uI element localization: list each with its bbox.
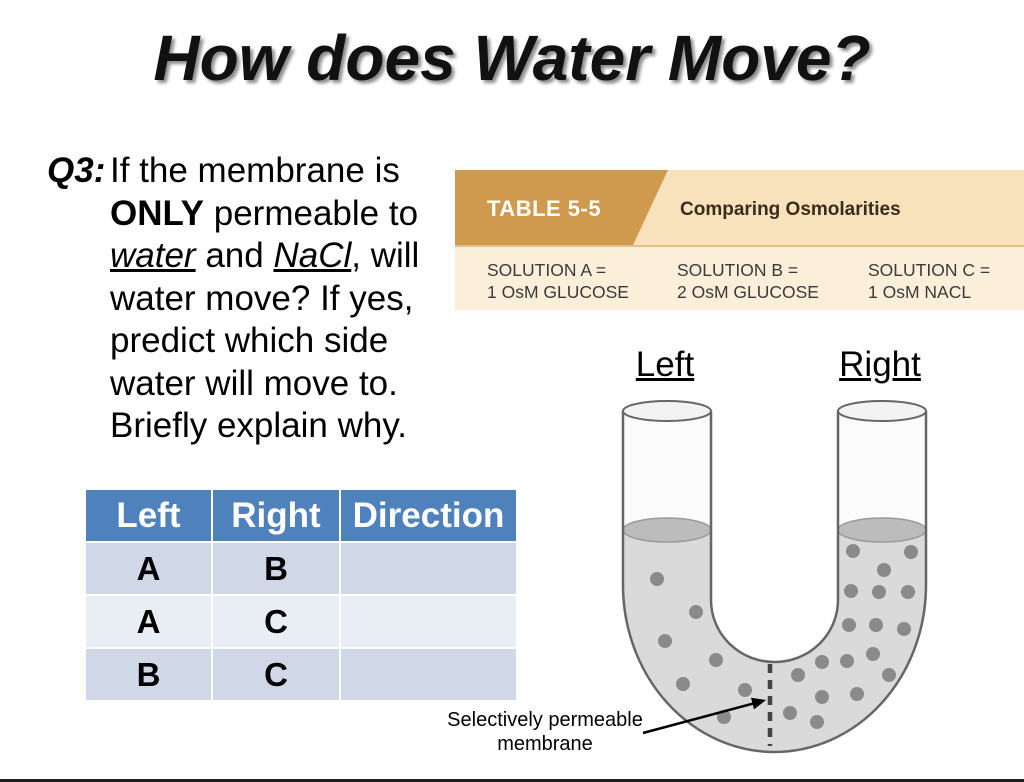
cell-left: A (86, 596, 211, 647)
question-text: water will move to. (110, 363, 398, 403)
solute-particle-right (904, 545, 918, 559)
cell-left: B (86, 649, 211, 700)
cell-direction (341, 543, 516, 594)
solution-composition: 1 OsM GLUCOSE (487, 282, 629, 302)
emphasis-only: ONLY (110, 193, 205, 233)
table-number: TABLE 5-5 (487, 196, 602, 221)
solute-particle-left (738, 683, 752, 697)
solute-particle-right (791, 668, 805, 682)
solute-particle-right (872, 585, 886, 599)
question-line: predict which side (47, 320, 447, 363)
solute-particle-left (676, 677, 690, 691)
question-text: Briefly explain why. (110, 406, 407, 445)
left-liquid-surface (622, 517, 712, 543)
question-line: ONLY permeable to (47, 193, 447, 236)
header-direction: Direction (341, 490, 516, 541)
solute-particle-left (658, 634, 672, 648)
cell-left: A (86, 543, 211, 594)
solute-particle-right (897, 622, 911, 636)
solution-composition: 1 OsM NACL (868, 282, 972, 302)
question-line: Q3:If the membrane is (47, 150, 447, 193)
u-tube-outer-wall (621, 411, 928, 754)
solute-particle-right (866, 647, 880, 661)
emphasis-water: water (110, 236, 196, 275)
solute-particle-left (689, 605, 703, 619)
answer-table: Left Right Direction A B A C B C (86, 490, 516, 700)
solute-particle-right (869, 618, 883, 632)
u-tube-inner-wall (709, 411, 840, 664)
emphasis-nacl: NaCl (273, 236, 352, 275)
slide-bottom-border (0, 779, 1024, 782)
reference-table-background (455, 170, 1024, 310)
right-tube-opening (837, 400, 927, 422)
header-divider (455, 245, 1024, 247)
left-tube-opening (622, 400, 712, 422)
cell-right: C (213, 649, 339, 700)
cell-right: B (213, 543, 339, 594)
right-liquid-surface (837, 517, 927, 543)
table-tag-band (455, 170, 668, 245)
solute-particle-right (810, 715, 824, 729)
arrowhead (751, 697, 766, 710)
solution-b: SOLUTION B = 2 OsM GLUCOSE (677, 259, 857, 303)
question-line: water will move to. (47, 363, 447, 406)
solute-particle-right (850, 687, 864, 701)
solute-particle-right (846, 544, 860, 558)
question-text: predict which side (110, 321, 389, 360)
header-right: Right (213, 490, 339, 541)
question-label: Q3: (47, 151, 106, 190)
question-text: permeable to (213, 193, 419, 233)
solute-particle-right (840, 654, 854, 668)
cell-direction (341, 649, 516, 700)
solution-c: SOLUTION C = 1 OsM NACL (868, 259, 1024, 303)
u-tube-glass (623, 411, 926, 752)
solute-particle-right (844, 584, 858, 598)
solution-composition: 2 OsM GLUCOSE (677, 282, 819, 302)
cell-right: C (213, 596, 339, 647)
table-title: Comparing Osmolarities (680, 199, 901, 220)
solute-particle-left (709, 653, 723, 667)
cell-direction (341, 596, 516, 647)
solute-particle-right (842, 618, 856, 632)
right-side-label: Right (839, 345, 921, 384)
question-text: water move? If yes, (110, 278, 414, 318)
question-prompt: Q3:If the membrane is ONLY permeable to … (47, 150, 447, 448)
solute-particle-right (815, 690, 829, 704)
solute-particle-left (717, 710, 731, 724)
solute-particle-right (783, 706, 797, 720)
question-text: , will (351, 236, 420, 275)
solution-name: SOLUTION C = (868, 260, 991, 280)
slide-title: How does Water Move? (153, 22, 871, 94)
solute-particles (650, 544, 918, 729)
solution-name: SOLUTION B = (677, 260, 799, 280)
solution-name: SOLUTION A = (487, 260, 607, 280)
header-left: Left (86, 490, 211, 541)
osmolarity-reference-table: TABLE 5-5 Comparing Osmolarities SOLUTIO… (455, 170, 1024, 310)
solute-particle-left (650, 572, 664, 586)
question-line: Briefly explain why. (47, 405, 447, 448)
solute-particle-right (882, 668, 896, 682)
membrane-label: Selectively permeable membrane (447, 709, 643, 755)
question-line: water move? If yes, (47, 278, 447, 321)
question-text: and (205, 236, 264, 275)
solute-particle-right (877, 563, 891, 577)
membrane-pointer-arrow (642, 702, 755, 735)
question-line: water and NaCl, will (47, 235, 447, 278)
solute-particle-right (901, 585, 915, 599)
left-side-label: Left (635, 345, 695, 384)
body-band (455, 247, 1024, 310)
solution-a: SOLUTION A = 1 OsM GLUCOSE (487, 259, 667, 303)
solute-particle-right (815, 655, 829, 669)
question-text: If the membrane is (110, 151, 400, 190)
